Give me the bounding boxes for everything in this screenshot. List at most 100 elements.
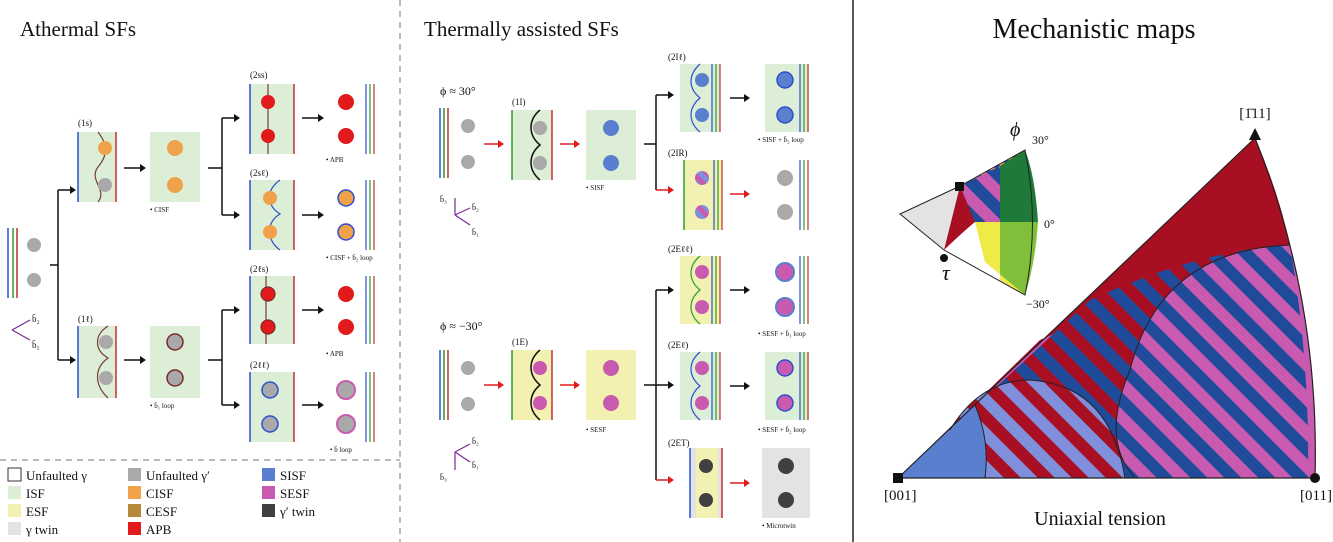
legend-item-gamma-twin: γ twin [8,522,59,537]
athermal-b1-label: b̄₁ [32,340,40,350]
label-1e: (1E) [512,337,528,347]
caption-sesfb1: • SESF + b̄₁ loop [758,330,806,338]
svg-text:b̄₂: b̄₂ [472,437,479,446]
region-striped-blue-pink [1116,245,1309,478]
cell-bloop [336,372,375,442]
label-2et: (2ET) [668,438,690,448]
label-2ll: (2ℓℓ) [250,360,269,370]
legend-item-esf: ESF [8,504,48,519]
cell-2sl [249,179,295,251]
maps-xlabel: Uniaxial tension [1034,508,1166,530]
cell-sisfloop [765,64,809,132]
svg-text:APB: APB [146,522,172,537]
legend-item-unfaulted-gamma-prime: Unfaulted γ′ [128,468,210,483]
cell-2il [680,63,721,133]
svg-text:CISF: CISF [146,486,173,501]
athermal-panel: Athermal SFs b̄₂ b̄₁ (1s) [7,17,375,454]
caption-b1loop: • b̄₁ loop [150,402,175,410]
label-2ss: (2ss) [250,70,268,80]
cell-2et [689,448,723,518]
inset-phi-label: ϕ [1010,119,1020,141]
thermal-top-vectors: b̄₃ b̄₂ b̄₁ [440,195,479,237]
cell-2ir-result [777,160,809,230]
legend-item-sisf: SISF [262,468,306,483]
legend-item-unfaulted-gamma: Unfaulted γ [7,467,87,483]
cell-cisf [150,132,200,202]
cell-microtwin [762,448,810,518]
cell-sesf [586,350,636,420]
svg-text:Unfaulted γ′: Unfaulted γ′ [146,468,210,483]
caption-cisf: • CISF [150,206,169,214]
corner-marker-011 [1310,473,1320,483]
inset-tick-0: 0° [1044,217,1055,231]
cell-2ls [249,276,295,344]
svg-text:γ′ twin: γ′ twin [279,504,315,519]
corner-marker-001 [893,473,903,483]
legend-item-cesf: CESF [128,504,177,519]
caption-apb1: • APB [326,156,344,164]
cell-b1loop [150,326,200,398]
label-1i: (1I) [512,97,526,107]
label-2ls: (2ℓs) [250,264,268,274]
thermal-panel: Thermally assisted SFs ϕ ≈ 30° ϕ ≈ −30° … [424,17,810,530]
cell-cisfloop [337,180,375,250]
inset-tau-label: τ [942,260,951,285]
label-2ir: (2IR) [668,148,688,158]
inset-tick-30: 30° [1032,133,1049,147]
label-1s: (1s) [78,118,92,128]
region-sisf [898,405,987,478]
athermal-title: Athermal SFs [20,17,136,41]
caption-cisfloop: • CISF + b̄₂ loop [326,254,373,262]
cell-1e [511,349,553,421]
cell-1i [511,109,553,181]
label-2sl: (2sℓ) [250,168,268,178]
athermal-branch-1 [50,189,70,361]
phi-negative-label: ϕ ≈ −30° [440,319,483,333]
thermal-bottom-initial [439,350,475,420]
cell-sesfb1 [775,256,809,324]
corner-marker-111 [1249,128,1261,140]
cell-sesfb2 [765,352,809,420]
svg-text:ESF: ESF [26,504,48,519]
athermal-initial-cell [7,228,41,298]
caption-apb2: • APB [326,350,344,358]
thermal-top-initial [439,108,475,178]
cell-2ir [683,160,723,230]
corner-label-111: [1̄11] [1239,106,1270,122]
label-2il: (2Iℓ) [668,52,686,62]
legend: Unfaulted γ Unfaulted γ′ SISF ISF CISF S… [7,467,315,537]
cell-1s [77,131,117,203]
svg-text:b̄₁: b̄₁ [472,461,479,470]
label-2el: (2Eℓ) [668,340,688,350]
cell-1l [77,325,117,399]
caption-sesf: • SESF [586,426,606,434]
maps-panel: Mechanistic maps [1̄11] [001] [0 [884,14,1332,530]
cell-2el [680,351,721,421]
cell-sisf [586,110,636,180]
legend-item-cisf: CISF [128,486,173,501]
svg-text:Unfaulted γ: Unfaulted γ [26,468,87,483]
svg-text:b̄₂: b̄₂ [472,203,479,212]
cell-apb2 [338,276,375,344]
svg-text:γ twin: γ twin [25,522,59,537]
corner-label-011: [011] [1300,488,1332,504]
phi-positive-label: ϕ ≈ 30° [440,84,476,98]
thermal-title: Thermally assisted SFs [424,17,619,41]
legend-item-sesf: SESF [262,486,310,501]
region-striped-red-lightblue [950,380,1125,478]
svg-text:CESF: CESF [146,504,177,519]
corner-label-001: [001] [884,488,917,504]
inset-tick-minus30: −30° [1026,297,1050,311]
svg-text:SISF: SISF [280,468,306,483]
athermal-burgers-vectors: b̄₂ b̄₁ [11,314,40,350]
cell-2ss [249,84,295,154]
maps-title: Mechanistic maps [993,14,1196,45]
athermal-b2-label: b̄₂ [32,314,40,324]
label-1l: (1ℓ) [78,314,93,324]
svg-text:b̄₃: b̄₃ [440,473,447,482]
svg-text:SESF: SESF [280,486,310,501]
svg-text:ISF: ISF [26,486,45,501]
cell-2ell [680,255,721,325]
caption-sisf: • SISF [586,184,604,192]
